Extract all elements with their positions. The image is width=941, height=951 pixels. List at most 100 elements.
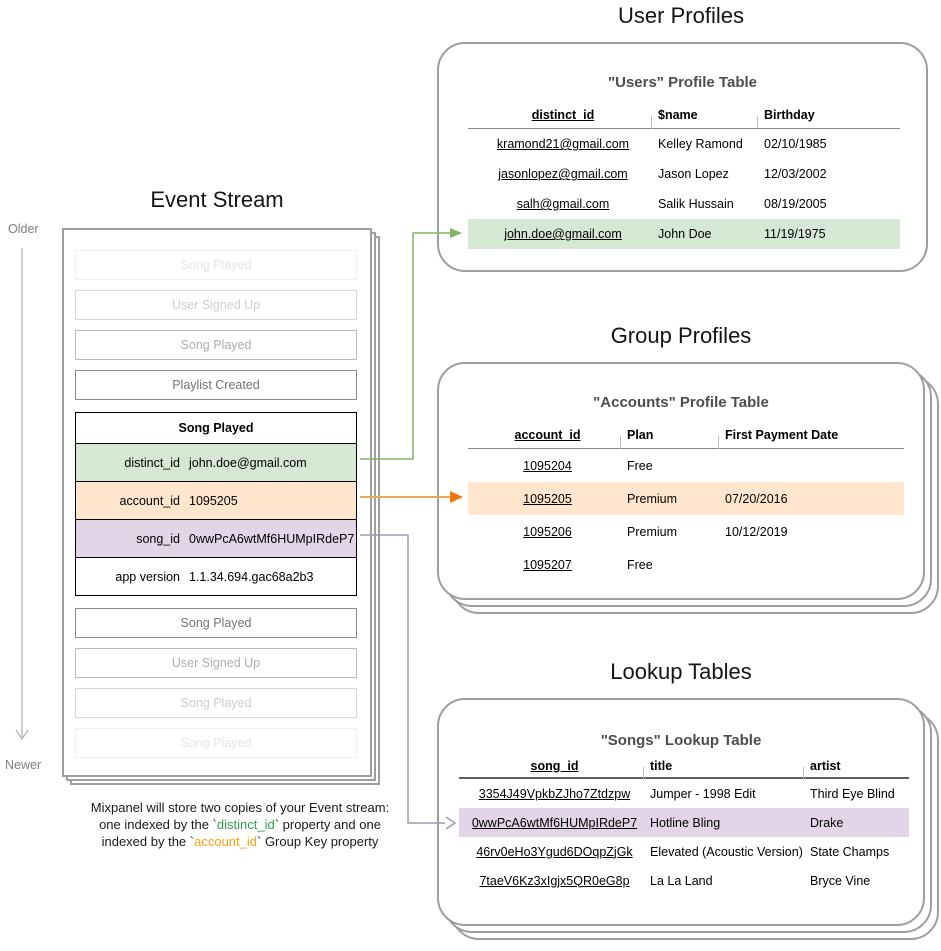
table-cell: 1095207	[523, 557, 572, 572]
table-cell: 46rv0eHo3Ygud6DOqpZjGk	[476, 844, 633, 859]
table-row: 1095206 Premium 10/12/2019	[468, 515, 904, 548]
table-cell: Free	[627, 557, 653, 572]
table-cell: 07/20/2016	[725, 491, 788, 506]
table-row: john.doe@gmail.com John Doe 11/19/1975	[468, 219, 900, 249]
table-cell: State Champs	[810, 844, 890, 859]
users-table-title: "Users" Profile Table	[608, 74, 757, 91]
caption-text: one indexed by the `	[99, 817, 217, 832]
table-cell: Premium	[627, 524, 678, 539]
caption-code-token: account_id	[194, 834, 257, 849]
event-box: Song Played	[75, 608, 357, 638]
event-box: Song Played	[75, 250, 357, 280]
table-cell: john.doe@gmail.com	[504, 227, 622, 241]
expanded-event-title: Song Played	[178, 421, 254, 435]
table-cell: 02/10/1985	[764, 137, 827, 151]
caption-text: Mixpanel will store two copies of your E…	[90, 800, 390, 815]
table-cell: 1095204	[523, 458, 572, 473]
property-key: distinct_id	[124, 455, 180, 470]
table-row: 1095207 Free	[468, 548, 904, 581]
table-cell: Jason Lopez	[658, 167, 729, 181]
caption-line: Mixpanel will store two copies of your E…	[30, 799, 450, 816]
table-cell: 7taeV6Kz3xIgjx5QR0eG8p	[479, 873, 630, 888]
table-cell: La La Land	[650, 873, 713, 888]
table-cell: jasonlopez@gmail.com	[498, 167, 628, 181]
caption-code-token: distinct_id	[216, 817, 275, 832]
group-profiles-title: Group Profiles	[610, 323, 752, 348]
event-box: User Signed Up	[75, 648, 357, 678]
table-cell: 3354J49VpkbZJho7Ztdzpw	[478, 786, 631, 801]
property-value: 0wwPcA6wtMf6HUMpIRdeP7	[189, 531, 355, 546]
property-value: john.doe@gmail.com	[189, 455, 307, 470]
event-box: Playlist Created	[75, 370, 357, 400]
table-cell: kramond21@gmail.com	[496, 137, 630, 151]
event-box: Song Played	[75, 688, 357, 718]
table-row: 1095204 Free	[468, 449, 904, 482]
event-box: Song Played	[75, 728, 357, 758]
column-header: account_id	[514, 427, 581, 442]
table-cell: Free	[627, 458, 653, 473]
event-property-row: app version 1.1.34.694.gac68a2b3	[76, 557, 356, 595]
table-cell: 0wwPcA6wtMf6HUMpIRdeP7	[471, 815, 638, 830]
caption-text: ` Group Key property	[257, 834, 379, 849]
newer-label: Newer	[5, 758, 42, 772]
caption-text: indexed by the `	[101, 834, 195, 849]
table-cell: Premium	[627, 491, 678, 506]
table-cell: Salik Hussain	[658, 197, 734, 211]
property-value: 1095205	[189, 493, 238, 508]
event-property-row: account_id 1095205	[76, 481, 356, 519]
column-header: title	[643, 759, 810, 780]
column-header: First Payment Date	[718, 428, 904, 449]
table-cell: 11/19/1975	[764, 227, 826, 241]
songs-table-title: "Songs" Lookup Table	[600, 732, 762, 749]
timeline-arrow	[15, 248, 29, 741]
property-key: app version	[115, 569, 180, 584]
column-header: artist	[803, 759, 909, 780]
property-key: song_id	[136, 531, 180, 546]
table-cell: Kelley Ramond	[658, 137, 743, 151]
column-header: $name	[651, 108, 764, 129]
table-cell: John Doe	[658, 227, 712, 241]
lookup-tables-title: Lookup Tables	[610, 659, 752, 684]
property-value: 1.1.34.694.gac68a2b3	[189, 569, 314, 584]
column-header: distinct_id	[531, 108, 595, 122]
event-box: Song Played	[75, 330, 357, 360]
table-row: 7taeV6Kz3xIgjx5QR0eG8p La La Land Bryce Vi…	[459, 866, 909, 895]
table-cell: 1095205	[523, 491, 572, 506]
table-cell: 10/12/2019	[725, 524, 788, 539]
event-stream-title: Event Stream	[150, 187, 284, 212]
table-cell: 1095206	[523, 524, 572, 539]
event-box: User Signed Up	[75, 290, 357, 320]
user-profiles-title: User Profiles	[618, 3, 744, 28]
column-header: song_id	[530, 758, 579, 773]
table-cell: Bryce Vine	[810, 873, 871, 888]
expanded-event-card: Song Played distinct_id john.doe@gmail.co…	[75, 412, 357, 596]
event-property-row: song_id 0wwPcA6wtMf6HUMpIRdeP7	[76, 519, 356, 557]
table-cell: Elevated (Acoustic Version)	[650, 844, 803, 859]
caption-line: indexed by the `account_id` Group Key pr…	[30, 833, 450, 850]
table-cell: Third Eye Blind	[810, 786, 895, 801]
caption: Mixpanel will store two copies of your E…	[30, 799, 450, 850]
column-header: Plan	[620, 428, 725, 449]
property-key: account_id	[119, 493, 180, 508]
table-cell: 08/19/2005	[764, 197, 827, 211]
expanded-event-properties: distinct_id john.doe@gmail.com account_id 1…	[76, 443, 356, 595]
accounts-table-title: "Accounts" Profile Table	[593, 394, 769, 411]
